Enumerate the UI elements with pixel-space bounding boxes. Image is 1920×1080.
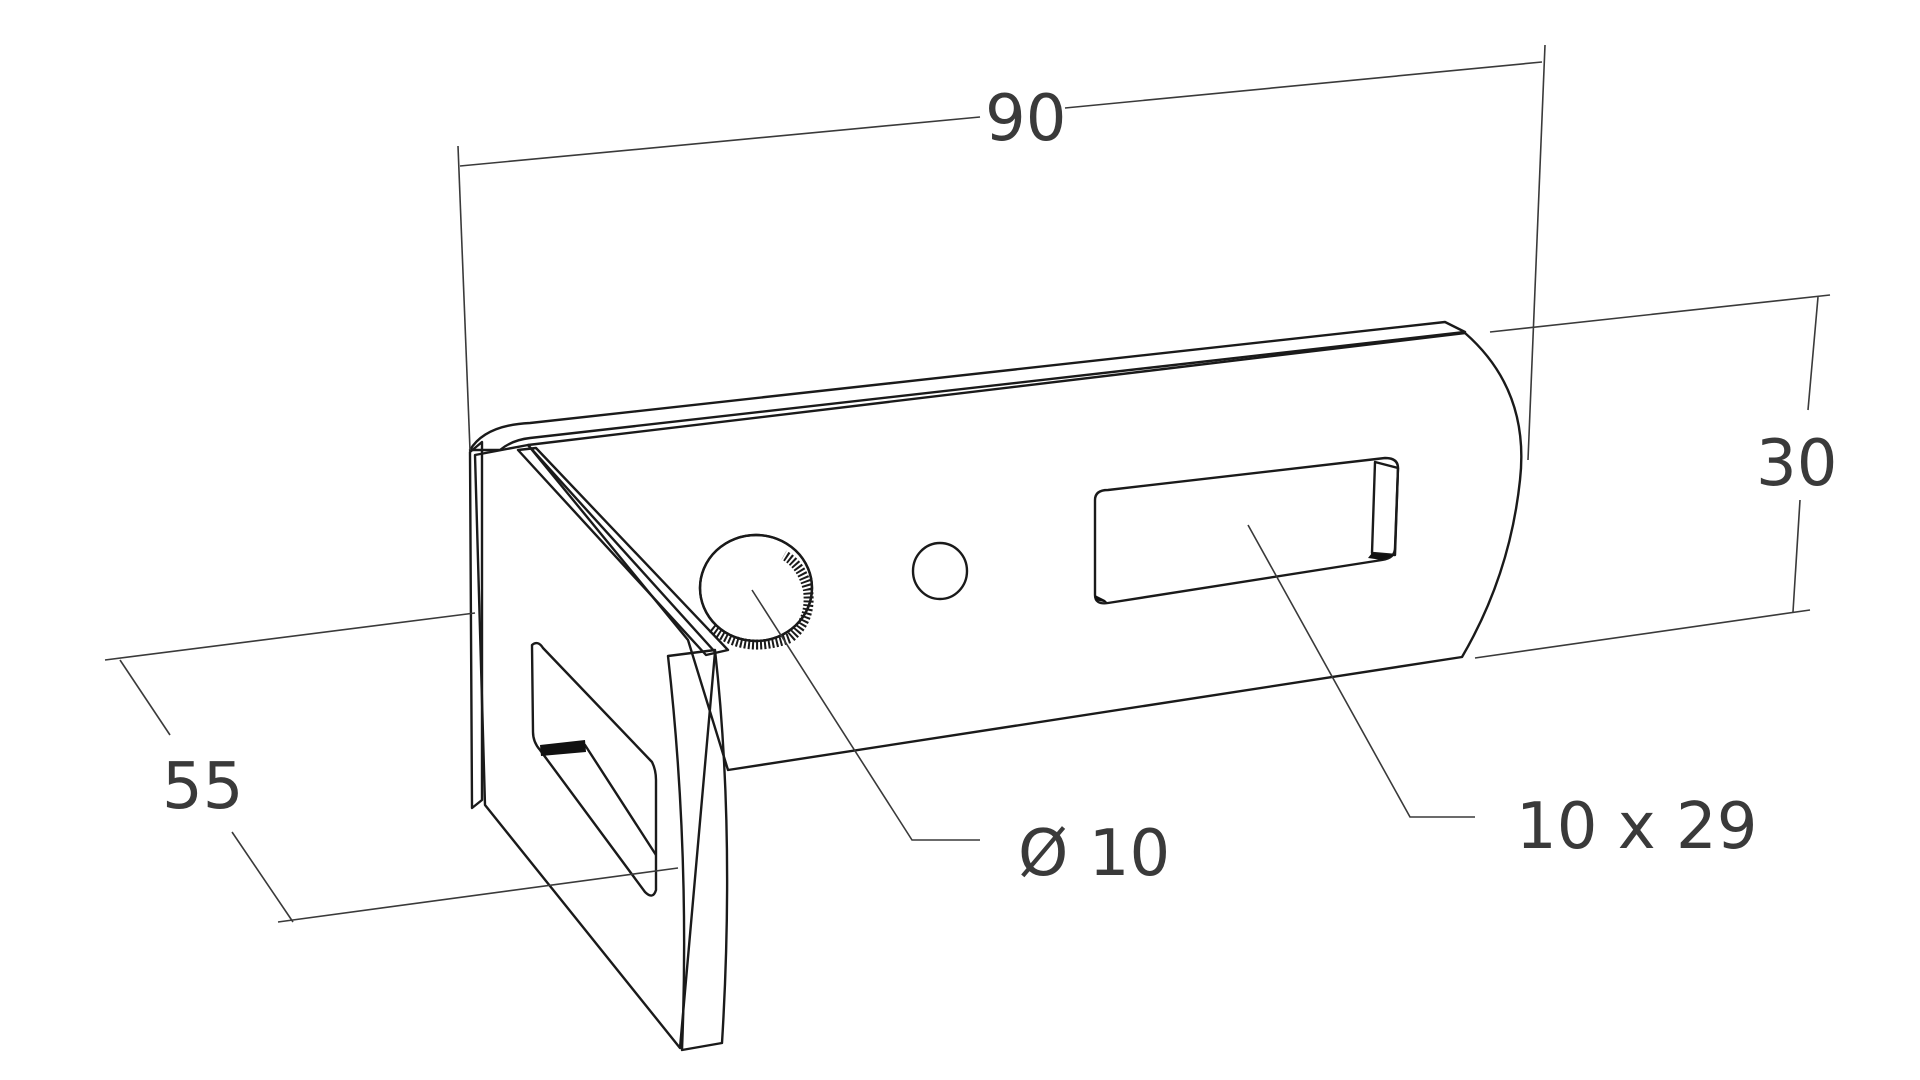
dim-slot-label: 10 x 29 [1516,790,1757,864]
slot-leader [1247,524,1475,818]
dim-90-line-b [1064,61,1543,109]
dim-30-line-b [1792,499,1801,613]
dim-55-line-a [119,659,171,736]
dim-hole-label: Ø 10 [1018,817,1170,891]
hole-leader [751,589,980,841]
small-hole-mark [911,541,969,601]
dim-depth-label: 55 [162,750,243,824]
dim-30-line-a [1807,296,1819,411]
dim-55-line-b [231,831,294,923]
bracket-long-leg-face [526,331,1523,772]
dim-height-label: 30 [1756,427,1837,501]
short-leg-slot-inner [539,743,658,856]
dim-30-ext-bottom [1474,609,1811,659]
round-hole [698,533,814,650]
dim-30-ext-top [1489,294,1831,333]
short-leg-slot [530,641,658,897]
bracket-bend-strip [516,446,730,657]
bracket-short-leg-face [473,443,717,1050]
dim-90-ext-left [457,145,471,451]
dim-90-line-a [459,116,981,167]
dimension-lines [104,44,1831,923]
dim-90-ext-right [1527,44,1546,461]
dim-length-label: 90 [985,82,1066,156]
bracket-short-leg-edge [666,648,729,1052]
bracket-vertical-leg-side [468,440,484,810]
dim-55-ext-bottom [277,867,679,923]
rect-slot [1093,456,1400,605]
short-leg-slot-shadow [540,740,586,756]
angle-bracket [468,320,1523,1052]
dim-55-ext-top [104,612,476,661]
bracket-top-edge-face [468,320,1467,452]
